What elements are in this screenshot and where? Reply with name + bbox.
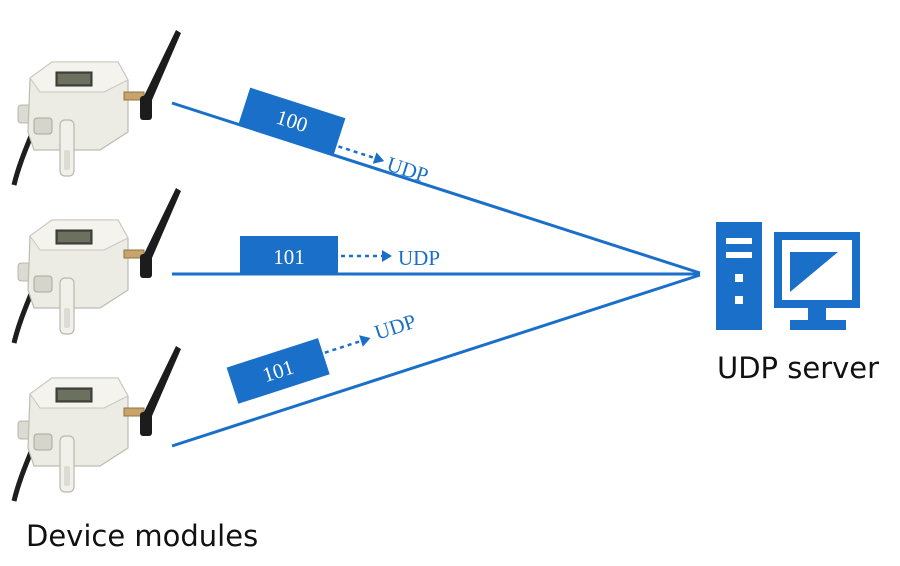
- server-caption: UDP server: [717, 351, 879, 385]
- link-3-group: 101 UDP: [226, 309, 419, 404]
- protocol-label-2: UDP: [398, 246, 440, 270]
- link-1-group: 100 UDP: [238, 87, 431, 188]
- packet-box-3: [226, 338, 330, 404]
- arrow-right-icon: [359, 335, 371, 347]
- protocol-label-3: UDP: [372, 309, 419, 345]
- device-module-3-icon: [14, 346, 181, 501]
- packet-label-2: 101: [273, 245, 305, 269]
- device-module-1-icon: [14, 30, 181, 185]
- devices-caption: Device modules: [26, 519, 258, 553]
- packet-box-1: [238, 87, 346, 155]
- protocol-label-1: UDP: [384, 152, 431, 188]
- device-module-2-icon: [14, 188, 181, 343]
- arrow-right-icon: [372, 152, 385, 164]
- computer-server-icon: [716, 222, 860, 330]
- arrow-right-icon: [382, 250, 392, 262]
- link-2-group: 101 UDP: [240, 236, 440, 274]
- link-line-1: [171, 101, 701, 275]
- packet-box-2: [240, 236, 338, 274]
- link-line-3: [171, 273, 701, 448]
